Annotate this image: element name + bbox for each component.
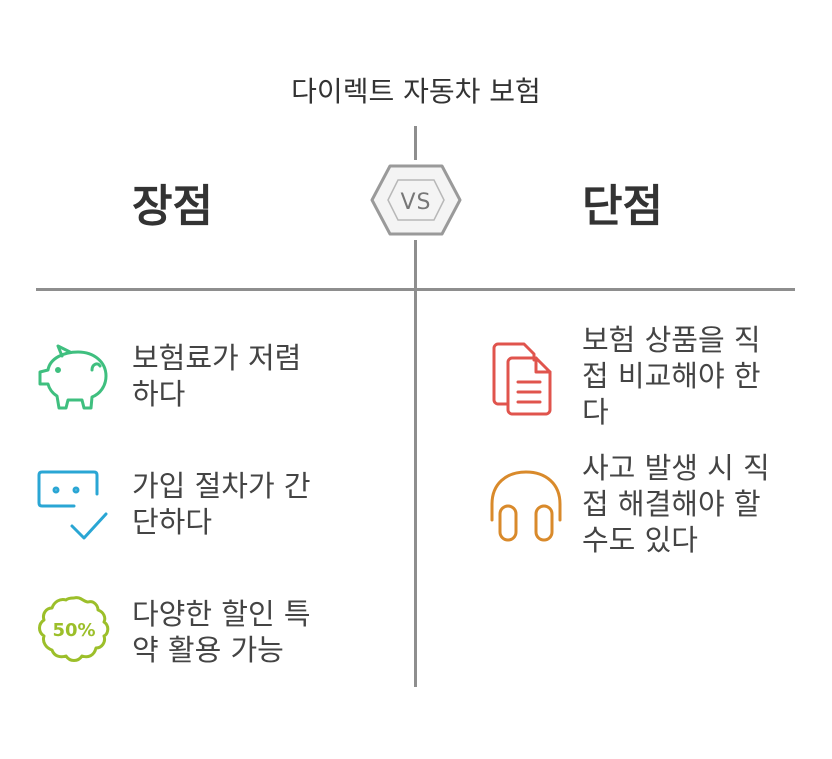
- badge-50-percent-text: 50%: [52, 620, 95, 641]
- vs-arrow-shape: [370, 164, 462, 236]
- pros-item-3-text: 다양한 할인 특 약 활용 가능: [132, 597, 311, 667]
- pros-item-1-text: 보험료가 저렴 하다: [132, 341, 302, 411]
- documents-icon: [492, 342, 552, 416]
- cons-heading: 단점: [582, 181, 663, 232]
- headphones-icon: [490, 470, 562, 542]
- vs-badge: VS: [370, 164, 462, 236]
- pros-item-2-text: 가입 절차가 간 단하다: [132, 469, 311, 539]
- 50-percent-badge-icon: 50%: [38, 596, 110, 662]
- center-divider: [414, 240, 417, 687]
- vs-label: VS: [400, 190, 431, 215]
- horizontal-divider-left: [36, 288, 414, 291]
- horizontal-divider-right: [417, 288, 795, 291]
- pros-heading: 장점: [132, 181, 213, 232]
- cons-item-1-text: 보험 상품을 직 접 비교해야 한 다: [582, 323, 761, 429]
- vs-arrow-inner: [387, 179, 445, 221]
- diagram-title: 다이렉트 자동차 보험: [291, 75, 541, 108]
- piggy-bank-icon: [38, 344, 108, 410]
- center-divider-top: [414, 126, 417, 160]
- cons-item-2-text: 사고 발생 시 직 접 해결해야 할 수도 있다: [582, 451, 770, 557]
- checked-window-icon: [37, 470, 108, 540]
